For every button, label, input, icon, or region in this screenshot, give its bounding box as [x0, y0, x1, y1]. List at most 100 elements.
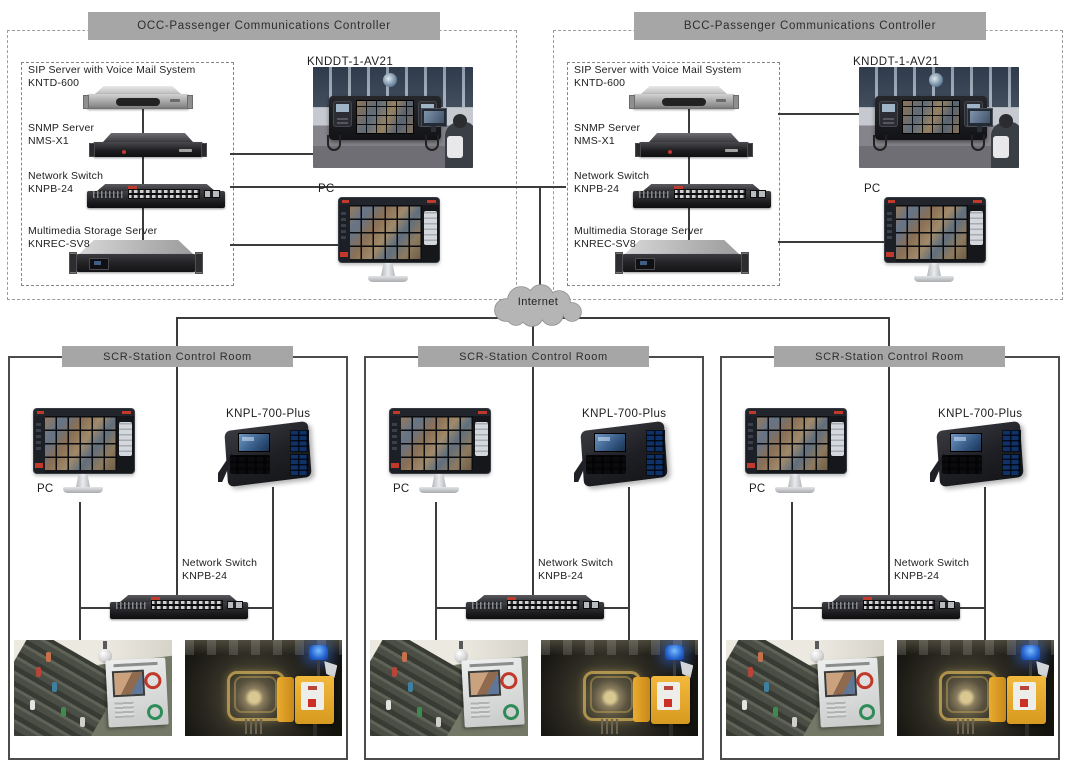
network-switch-model: KNPB-24 — [538, 570, 584, 582]
sip-server-model: KNTD-600 — [28, 77, 80, 89]
network-switch-image — [110, 595, 248, 621]
network-switch-model: KNPB-24 — [894, 570, 940, 582]
platform-help-point-photo — [14, 640, 172, 736]
network-switch-image — [633, 184, 771, 210]
network-switch-name: Network Switch — [28, 170, 104, 182]
bcc-server-group-border — [567, 62, 780, 286]
storage-server-image — [615, 240, 749, 280]
occ-server-group-border — [21, 62, 234, 286]
scr-room-2: SCR-Station Control Room PC KNPL-700-Plu… — [364, 346, 704, 760]
dome-camera-icon — [97, 640, 112, 663]
connector-header-to-switch — [888, 367, 890, 595]
scr-header: SCR-Station Control Room — [418, 346, 649, 367]
network-switch-name: Network Switch — [894, 557, 970, 569]
storage-server-label: Multimedia Storage Server KNREC-SV8 — [574, 225, 703, 251]
pc-monitor-image — [338, 197, 440, 282]
connector-rail-to-cloud — [539, 186, 541, 290]
snmp-server-image — [89, 133, 207, 161]
emergency-phone-box — [276, 675, 335, 736]
connector-switch-right-stub — [956, 607, 986, 609]
pc-label: PC — [749, 483, 766, 495]
dome-camera-icon — [453, 640, 468, 663]
connector-rail-to-scr3 — [888, 317, 890, 348]
connector-occ-to-knddt — [230, 153, 318, 155]
emergency-phone-box — [988, 675, 1047, 736]
help-point-panel — [817, 657, 881, 728]
snmp-server-image — [635, 133, 753, 161]
cloud-icon — [494, 284, 582, 327]
pc-label: PC — [393, 483, 410, 495]
network-switch-name: Network Switch — [538, 557, 614, 569]
occ-section: OCC-Passenger Communications Controller … — [7, 12, 519, 300]
network-switch-model: KNPB-24 — [182, 570, 228, 582]
connector-occ-bcc-rail — [230, 186, 566, 188]
network-switch-image — [822, 595, 960, 621]
snmp-server-label: SNMP Server NMS-X1 — [28, 122, 94, 148]
internet-cloud: Internet — [486, 283, 590, 327]
network-switch-label: Network Switch KNPB-24 — [28, 170, 103, 196]
bcc-section: BCC-Passenger Communications Controller … — [553, 12, 1065, 300]
connector-knpl-line — [628, 487, 630, 640]
storage-server-label: Multimedia Storage Server KNREC-SV8 — [28, 225, 157, 251]
knpl-intercom-image — [572, 420, 672, 488]
blue-beacon-icon — [1020, 644, 1040, 680]
snmp-server-name: SNMP Server — [574, 122, 641, 134]
connector-cloud-to-scr2 — [532, 318, 534, 348]
network-switch-model: KNPB-24 — [574, 183, 620, 195]
pc-monitor-image — [745, 408, 847, 493]
emergency-phone-box — [632, 675, 691, 736]
pc-monitor-image — [884, 197, 986, 282]
sip-server-model: KNTD-600 — [574, 77, 626, 89]
pc-label: PC — [318, 183, 335, 195]
tunnel-emergency-phone-photo — [541, 640, 698, 736]
snmp-server-label: SNMP Server NMS-X1 — [574, 122, 640, 148]
blue-beacon-icon — [308, 644, 328, 680]
snmp-server-name: SNMP Server — [28, 122, 95, 134]
connector-bcc-to-knddt — [778, 113, 862, 115]
scr-room-3: SCR-Station Control Room PC KNPL-700-Plu… — [720, 346, 1060, 760]
network-switch-label: Network Switch KNPB-24 — [538, 557, 613, 583]
scr-header: SCR-Station Control Room — [62, 346, 293, 367]
snmp-server-model: NMS-X1 — [28, 135, 69, 147]
bcc-server-spine-line — [688, 96, 690, 256]
knpl-intercom-label: KNPL-700-Plus — [938, 408, 1023, 420]
network-switch-label: Network Switch KNPB-24 — [894, 557, 969, 583]
scr-room-1: SCR-Station Control Room PC KNPL-700-Plu… — [8, 346, 348, 760]
network-switch-label: Network Switch KNPB-24 — [182, 557, 257, 583]
tunnel-emergency-phone-photo — [185, 640, 342, 736]
knddt-intercom-image — [313, 67, 473, 168]
platform-help-point-photo — [370, 640, 528, 736]
connector-switch-left-stub — [79, 607, 121, 609]
occ-server-spine-line — [142, 96, 144, 256]
connector-switch-right-stub — [600, 607, 630, 609]
connector-knpl-line — [272, 487, 274, 640]
knpl-intercom-image — [928, 420, 1028, 488]
sip-server-image — [629, 86, 739, 113]
pc-monitor-image — [33, 408, 135, 493]
tunnel-emergency-phone-photo — [897, 640, 1054, 736]
help-point-panel — [461, 657, 525, 728]
snmp-server-model: NMS-X1 — [574, 135, 615, 147]
network-switch-name: Network Switch — [182, 557, 258, 569]
scr-header: SCR-Station Control Room — [774, 346, 1005, 367]
dome-camera-icon — [809, 640, 824, 663]
pc-label: PC — [864, 183, 881, 195]
connector-bcc-to-pc — [778, 241, 886, 243]
connector-rail-to-scr1 — [176, 317, 178, 348]
sip-server-name: SIP Server with Voice Mail System — [574, 64, 742, 76]
internet-label: Internet — [517, 296, 559, 308]
knddt-intercom-label: KNDDT-1-AV21 — [307, 56, 394, 68]
platform-help-point-photo — [726, 640, 884, 736]
knpl-intercom-image — [216, 420, 316, 488]
bcc-header: BCC-Passenger Communications Controller — [634, 12, 986, 40]
pc-label: PC — [37, 483, 54, 495]
connector-pc-line — [435, 502, 437, 640]
network-switch-model: KNPB-24 — [28, 183, 74, 195]
blue-beacon-icon — [664, 644, 684, 680]
knddt-intercom-label: KNDDT-1-AV21 — [853, 56, 940, 68]
connector-switch-left-stub — [791, 607, 833, 609]
storage-server-image — [69, 240, 203, 280]
pc-monitor-image — [389, 408, 491, 493]
connector-pc-line — [791, 502, 793, 640]
